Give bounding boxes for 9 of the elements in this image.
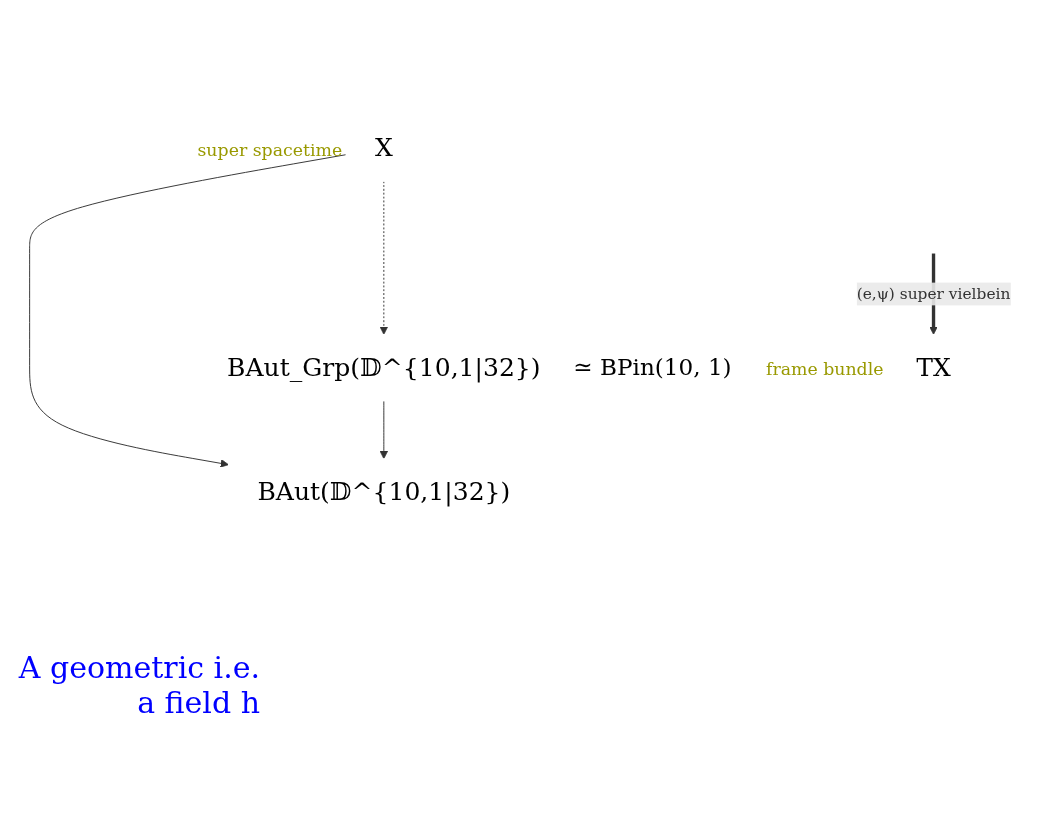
edge-label: (e,ψ) super vielbein <box>856 284 1011 303</box>
node-text: BAut_Grp(𝔻^{10,1|32}) <box>227 352 541 382</box>
node-text: BAut(𝔻^{10,1|32}) <box>257 477 511 506</box>
note-text: A geometric i.e. a field h <box>17 650 260 720</box>
annotation-text: super spacetime <box>197 139 343 160</box>
annotation-text: ≃ BPin(10, 1) <box>573 354 732 381</box>
node-text: X <box>374 133 393 163</box>
annotation-text: frame bundle <box>765 359 884 380</box>
node-text: TX <box>916 352 951 382</box>
